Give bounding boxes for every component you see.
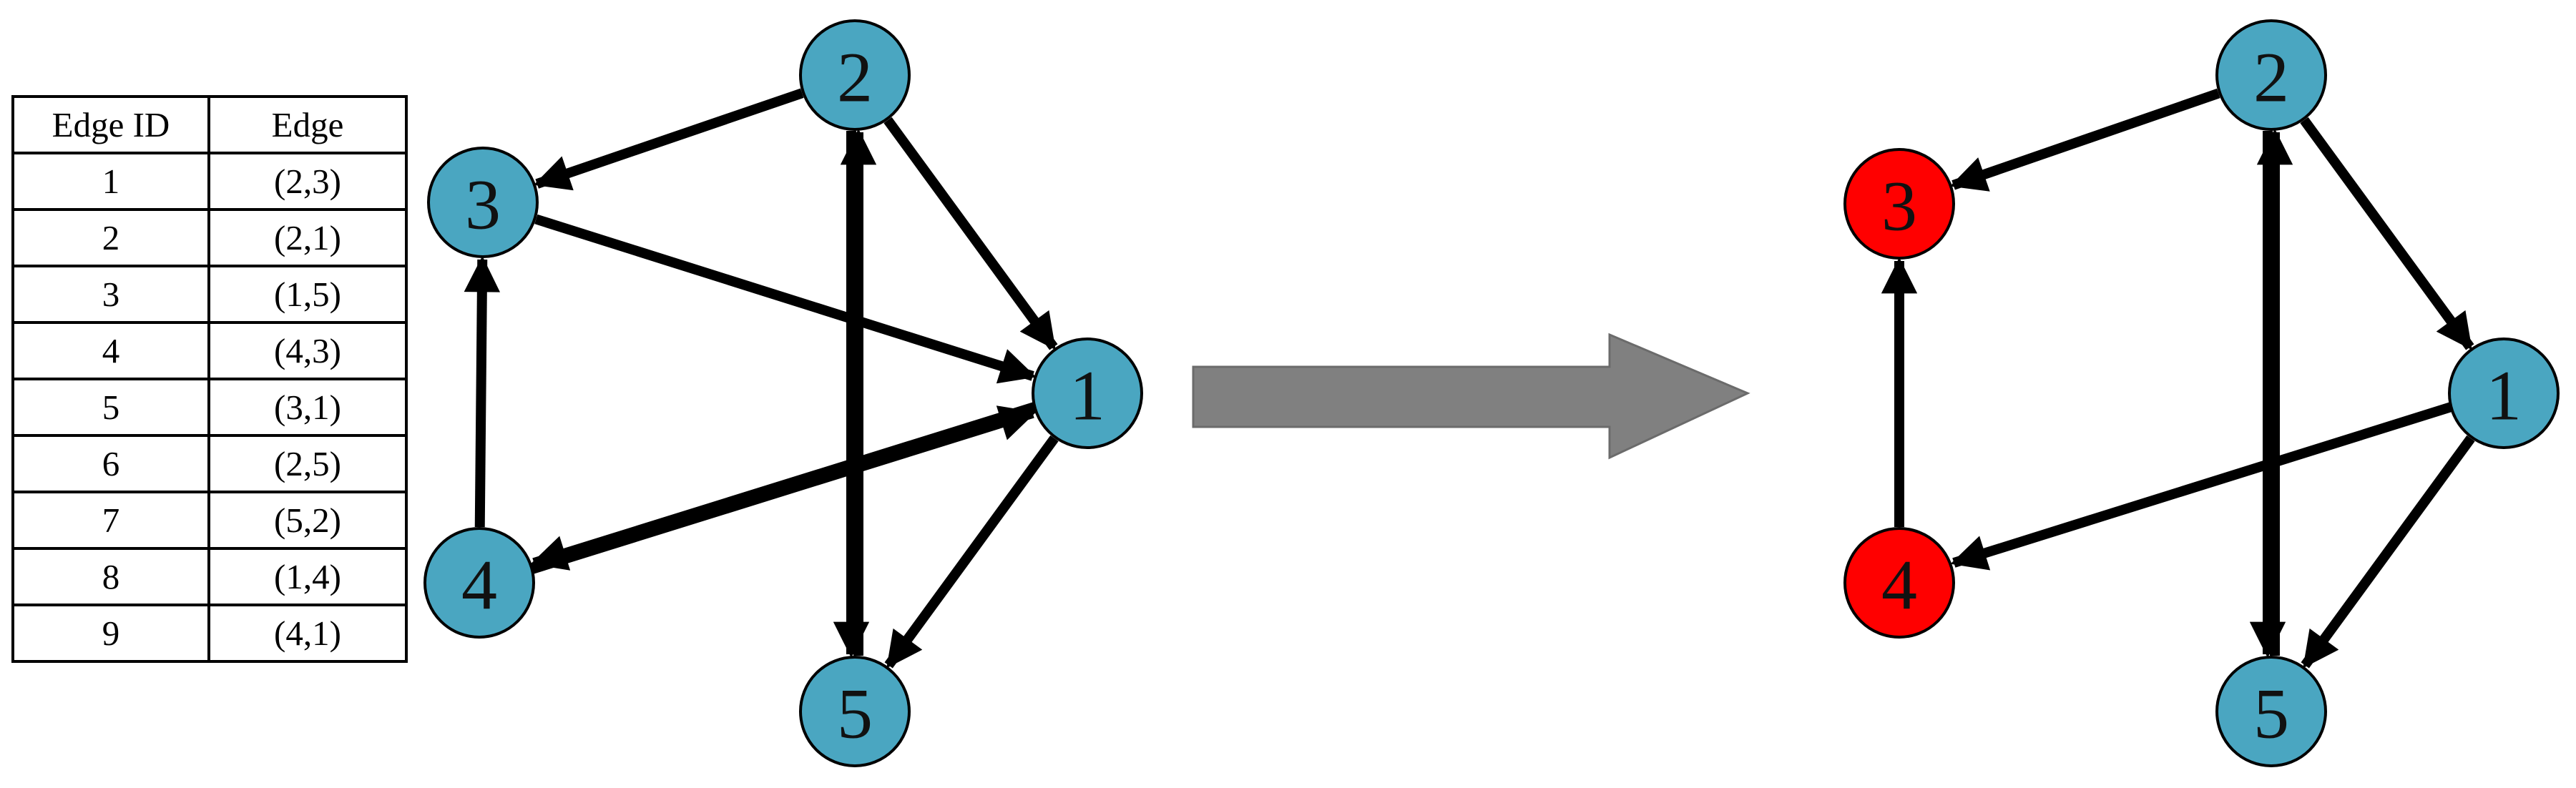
edge-2-3 (533, 88, 804, 191)
edge-id-cell: 3 (11, 265, 210, 324)
table-row: 6(2,5) (11, 434, 408, 493)
node-label-1: 1 (2486, 356, 2522, 435)
node-label-5: 5 (2253, 674, 2289, 754)
node-2 (799, 19, 911, 131)
edge-3-1 (534, 214, 1037, 384)
edge-1-5 (2301, 435, 2475, 669)
edge-id-cell: 4 (11, 321, 210, 380)
node-label-4: 4 (461, 546, 497, 625)
transition-arrow (1192, 333, 1750, 460)
header-edge-id: Edge ID (11, 95, 210, 154)
node-4 (423, 527, 535, 639)
table-row: 8(1,4) (11, 547, 408, 606)
edge-cell: (1,5) (207, 265, 408, 324)
node-5 (799, 656, 911, 767)
table-row: 1(2,3) (11, 152, 408, 211)
edge-4-3 (464, 255, 501, 528)
node-label-3: 3 (1881, 167, 1917, 246)
edge-id-cell: 5 (11, 378, 210, 437)
edge-cell: (3,1) (207, 378, 408, 437)
edge-1-5 (884, 435, 1059, 669)
node-label-2: 2 (837, 38, 873, 117)
node-1 (2448, 338, 2560, 449)
edge-2-1 (2300, 117, 2474, 350)
left-graph: 1 2 3 4 5 (423, 19, 1143, 767)
edge-2-1 (883, 117, 1058, 350)
edge-1-4 (530, 402, 1036, 571)
edge-id-cell: 8 (11, 547, 210, 606)
node-3 (427, 147, 539, 258)
edge-cell: (2,3) (207, 152, 408, 211)
edge-cell: (2,5) (207, 434, 408, 493)
table-row: 5(3,1) (11, 378, 408, 437)
node-label-4: 4 (1881, 546, 1917, 625)
edge-cell: (4,3) (207, 321, 408, 380)
right-graph: 1 2 3 4 5 (1843, 19, 2560, 767)
edge-4-1 (531, 405, 1037, 574)
header-edge: Edge (207, 95, 408, 154)
table-row: 2(2,1) (11, 208, 408, 267)
edge-cell: (5,2) (207, 491, 408, 550)
table-row: 7(5,2) (11, 491, 408, 550)
table-row: 3(1,5) (11, 265, 408, 324)
edge-cell: (2,1) (207, 208, 408, 267)
edge-1-4 (1950, 402, 2452, 571)
node-label-1: 1 (1069, 356, 1105, 435)
node-2 (2215, 19, 2327, 131)
node-label-2: 2 (2253, 38, 2289, 117)
edge-table: Edge ID Edge 1(2,3) 2(2,1) 3(1,5) 4(4,3)… (11, 95, 408, 663)
node-5 (2215, 656, 2327, 767)
node-label-3: 3 (465, 165, 501, 245)
node-label-5: 5 (837, 674, 873, 754)
edge-id-cell: 6 (11, 434, 210, 493)
node-3-highlighted (1843, 148, 1955, 260)
edge-id-cell: 7 (11, 491, 210, 550)
edge-cell: (4,1) (207, 604, 408, 663)
node-1 (1032, 338, 1143, 449)
node-4-highlighted (1843, 527, 1955, 639)
edge-2-3 (1949, 88, 2220, 192)
table-row: 9(4,1) (11, 604, 408, 663)
edge-cell: (1,4) (207, 547, 408, 606)
table-header-row: Edge ID Edge (11, 95, 408, 154)
edge-id-cell: 1 (11, 152, 210, 211)
edge-id-cell: 9 (11, 604, 210, 663)
edge-id-cell: 2 (11, 208, 210, 267)
table-row: 4(4,3) (11, 321, 408, 380)
